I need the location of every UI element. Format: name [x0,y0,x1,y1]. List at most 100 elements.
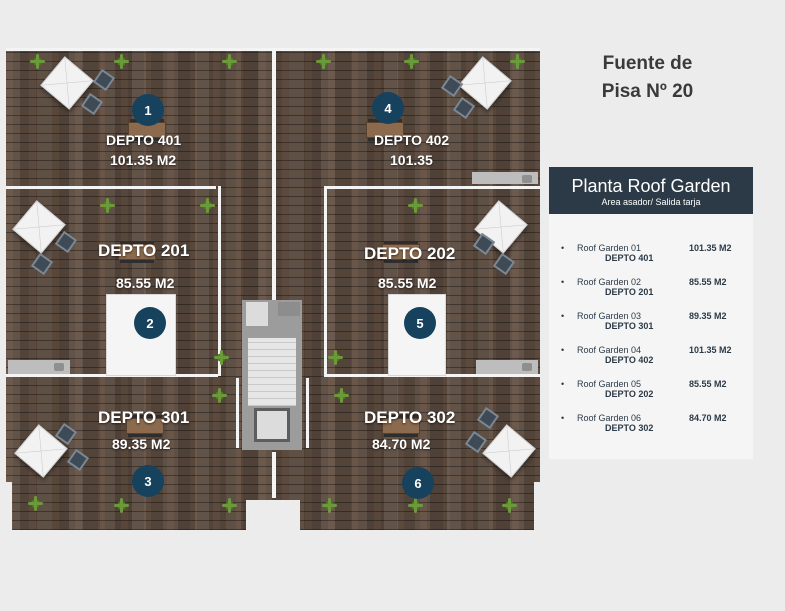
bullet-icon: • [561,345,565,355]
bottom-edge-right [534,482,540,530]
unit-area-401: 101.35 M2 [110,152,177,168]
plant-icon [328,350,343,365]
corridor-wall-right [306,378,309,448]
legend-item-area: 101.35 M2 [689,345,732,355]
plant-icon [222,498,237,513]
unit-name-202: DEPTO 202 [364,244,456,263]
project-title: Fuente de Pisa Nº 20 [560,50,735,106]
legend-item-name: Roof Garden 04 [577,345,642,355]
project-title-line1: Fuente de [602,53,693,74]
plant-icon [222,54,237,69]
plant-icon [114,498,129,513]
bullet-icon: • [561,277,565,287]
plant-icon [316,54,331,69]
legend-item-depto: DEPTO 302 [605,423,654,433]
unit-area-301: 89.35 M2 [112,436,171,452]
legend-item-area: 85.55 M2 [689,379,727,389]
legend-item-area: 101.35 M2 [689,243,732,253]
dining-table-202 [382,244,420,260]
bullet-icon: • [561,379,565,389]
plant-icon [28,496,43,511]
plant-icon [510,54,525,69]
wall-402-202 [324,186,540,189]
wall-201-left-side [218,186,221,376]
bullet-icon: • [561,413,565,423]
legend-item-depto: DEPTO 402 [605,355,654,365]
plant-icon [214,350,229,365]
bathroom [246,302,268,326]
legend-item: • Roof Garden 04 DEPTO 402 101.35 M2 [549,345,753,379]
bottom-edge-left [6,482,12,530]
legend-panel: Planta Roof Garden Area asador/ Salida t… [549,167,753,459]
legend-item: • Roof Garden 03 DEPTO 301 89.35 M2 [549,311,753,345]
plant-icon [212,388,227,403]
dining-table-201 [118,244,156,260]
plant-icon [200,198,215,213]
legend-item: • Roof Garden 05 DEPTO 202 85.55 M2 [549,379,753,413]
legend-item: • Roof Garden 02 DEPTO 201 85.55 M2 [549,277,753,311]
unit-name-301: DEPTO 301 [98,408,190,427]
unit-name-201: DEPTO 201 [98,241,190,260]
plant-icon [408,498,423,513]
unit-area-402: 101.35 [390,152,433,168]
plant-icon [30,54,45,69]
unit-marker-402: 4 [372,92,404,124]
legend-item-name: Roof Garden 01 [577,243,642,253]
plant-icon [334,388,349,403]
legend-item: • Roof Garden 06 DEPTO 302 84.70 M2 [549,413,753,447]
plant-icon [100,198,115,213]
legend-item-name: Roof Garden 03 [577,311,642,321]
legend-item-depto: DEPTO 202 [605,389,654,399]
roof-garden-plan: 1 DEPTO 401 101.35 M2 4 DEPTO 402 101.35… [6,48,540,530]
unit-name-401: DEPTO 401 [106,132,182,148]
center-divider-wall [272,48,276,300]
legend-item-depto: DEPTO 401 [605,253,654,263]
center-divider-wall-lower [272,452,276,498]
legend-title: Planta Roof Garden [571,176,731,196]
legend-item-area: 85.55 M2 [689,277,727,287]
bullet-icon: • [561,243,565,253]
unit-area-201: 85.55 M2 [116,275,175,291]
legend-item-name: Roof Garden 06 [577,413,642,423]
plant-icon [322,498,337,513]
plant-icon [502,498,517,513]
bbq-counter-201 [8,360,70,374]
unit-marker-301: 3 [132,465,164,497]
elevator [254,408,290,442]
legend-item: • Roof Garden 01 DEPTO 401 101.35 M2 [549,243,753,277]
legend-subtitle: Area asador/ Salida tarja [601,197,701,207]
legend-header: Planta Roof Garden Area asador/ Salida t… [549,167,753,214]
outer-wall-top-right [276,48,540,51]
legend-item-depto: DEPTO 301 [605,321,654,331]
plant-icon [114,54,129,69]
bullet-icon: • [561,311,565,321]
unit-marker-302: 6 [402,467,434,499]
unit-area-202: 85.55 M2 [378,275,437,291]
dining-table-301 [126,418,164,434]
wall-202-right-side [324,186,327,376]
unit-marker-202: 5 [404,307,436,339]
unit-name-302: DEPTO 302 [364,408,456,427]
legend-item-name: Roof Garden 05 [577,379,642,389]
unit-marker-201: 2 [134,307,166,339]
plant-icon [404,54,419,69]
unit-area-302: 84.70 M2 [372,436,431,452]
unit-marker-401: 1 [132,94,164,126]
bbq-counter-402 [472,172,538,184]
entry-notch [246,500,300,530]
staircase [248,338,296,406]
plant-icon [408,198,423,213]
bbq-counter-202 [476,360,538,374]
legend-item-depto: DEPTO 201 [605,287,654,297]
legend-item-area: 84.70 M2 [689,413,727,423]
legend-list: • Roof Garden 01 DEPTO 401 101.35 M2 • R… [549,243,753,447]
dining-table-302 [382,418,420,434]
legend-item-area: 89.35 M2 [689,311,727,321]
corridor-wall-left [236,378,239,448]
project-title-line2: Pisa Nº 20 [601,81,694,102]
wall-401-201 [6,186,216,189]
unit-name-402: DEPTO 402 [374,132,450,148]
outer-wall-top-left [6,48,272,51]
legend-item-name: Roof Garden 02 [577,277,642,287]
service-room [278,302,300,316]
